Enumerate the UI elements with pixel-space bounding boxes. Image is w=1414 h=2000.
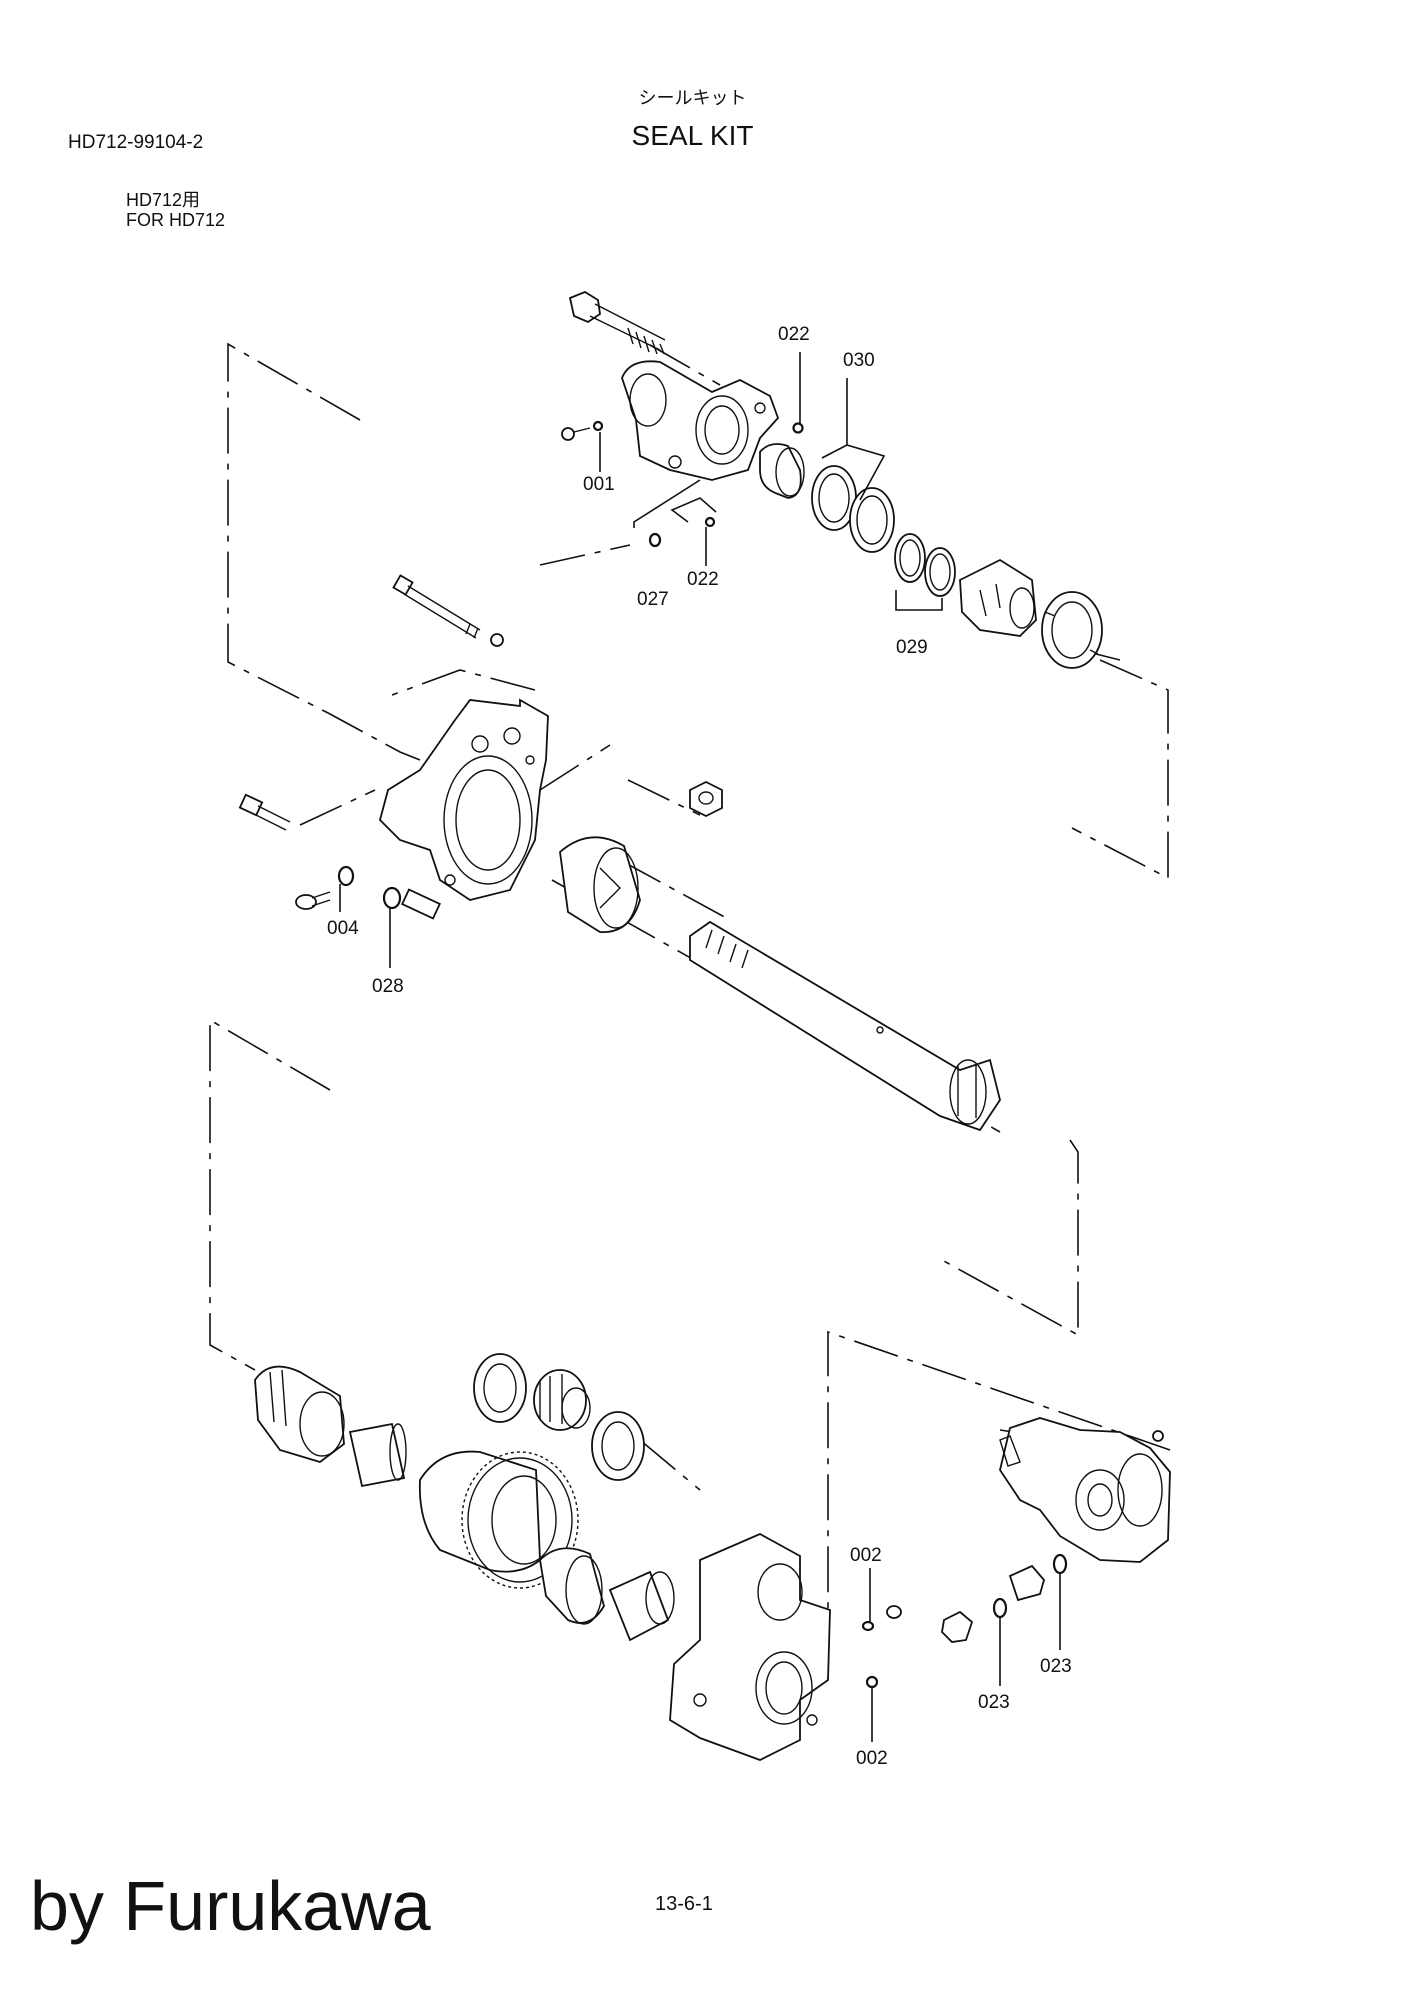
long-bolt	[392, 574, 504, 647]
seal-set-029	[894, 533, 956, 597]
assembly-guide-lines	[209, 342, 1171, 1650]
large-gear	[418, 1450, 579, 1589]
case-plug	[886, 1605, 902, 1619]
mid-flange-housing	[378, 698, 549, 901]
callout-028: 028	[372, 976, 404, 997]
oring-022-lower	[704, 516, 716, 528]
title-japanese: シールキット	[638, 88, 747, 108]
spool	[959, 558, 1037, 637]
callout-002-upper: 002	[850, 1545, 882, 1566]
oring-022-top	[792, 422, 804, 434]
leader-lines	[339, 352, 1061, 1742]
bottom-sleeve	[608, 1570, 675, 1642]
drive-shaft	[689, 920, 1001, 1132]
page-number: 13-6-1	[655, 1893, 713, 1915]
elbow-fitting	[941, 1610, 974, 1643]
callout-022-top: 022	[778, 324, 810, 345]
gear-case	[669, 1532, 831, 1761]
seal-set-030	[811, 465, 895, 553]
callout-027: 027	[637, 589, 669, 610]
coupling-gear	[254, 1365, 345, 1463]
callout-023-right: 023	[1040, 1656, 1072, 1677]
callout-029: 029	[896, 637, 928, 658]
oring-001	[592, 420, 604, 432]
oring-004	[337, 865, 355, 887]
mid-side-bolt	[238, 793, 291, 831]
oring-028	[382, 886, 402, 910]
oring-002-lower	[865, 1675, 879, 1689]
top-sleeve	[759, 443, 805, 499]
small-gear	[533, 1369, 591, 1431]
top-housing	[621, 360, 780, 481]
callout-023-left: 023	[978, 1692, 1010, 1713]
document-code: HD712-99104-2	[68, 132, 204, 153]
oring-027	[648, 532, 662, 548]
callout-002-lower: 002	[856, 1748, 888, 1769]
oring-023-right	[1052, 1553, 1068, 1575]
page-title: SEAL KIT	[631, 120, 754, 151]
bottom-cage	[539, 1547, 605, 1625]
straight-fitting	[1008, 1564, 1045, 1602]
top-bolt	[568, 290, 666, 355]
callout-022-lower: 022	[687, 569, 719, 590]
mid-nut	[689, 780, 723, 818]
callout-001: 001	[583, 474, 615, 495]
applicability-english: FOR HD712	[126, 210, 226, 230]
bottom-bearings	[473, 1353, 645, 1481]
oring-023-left	[992, 1597, 1008, 1619]
bushing	[348, 1422, 407, 1488]
mid-fitting	[401, 888, 441, 920]
applicability-japanese: HD712用	[126, 190, 201, 210]
top-small-screw	[561, 427, 591, 441]
brand-watermark: by Furukawa	[30, 1867, 431, 1945]
hydraulic-motor	[999, 1417, 1171, 1563]
lock-nut	[1041, 591, 1103, 669]
callout-030: 030	[843, 350, 875, 371]
mid-plug	[295, 891, 331, 910]
oring-002-upper	[861, 1620, 875, 1632]
callout-004: 004	[327, 918, 359, 939]
bearing-cage	[559, 836, 641, 933]
